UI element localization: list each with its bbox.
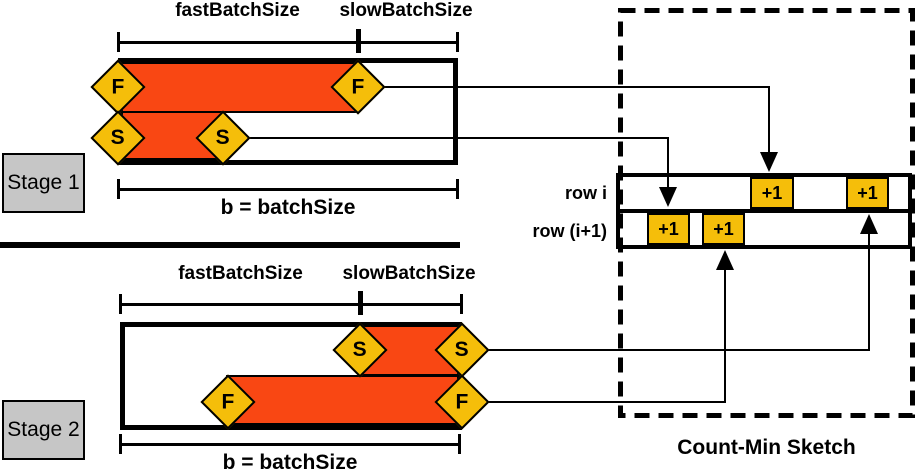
stage1-slowbatchsize-label: slowBatchSize [339,0,473,21]
stage1-batchsize-label: b = batchSize [220,196,356,219]
stage2-fast-marker-right-label: F [455,390,469,414]
sketch-row-i-cell-1: +1 [750,177,794,209]
sketch-row-i1-cell-1-value: +1 [658,218,679,239]
stage1-fast-marker-left-label: F [111,75,125,99]
stage2-fast-arrowhead-up-icon [716,250,734,270]
stage1-slow-marker-right-label: S [215,126,231,150]
sketch-row-i1-cell-2: +1 [702,213,745,245]
stage1-bottom-bracket-tick-left [117,179,120,199]
stage2-box-label: Stage 2 [7,418,80,441]
count-min-sketch-title: Count-Min Sketch [677,436,856,459]
stage2-bottom-bracket-line [120,443,460,446]
stage2-batchsize-label: b = batchSize [222,451,358,474]
stage1-fast-bar [121,62,358,113]
sketch-row-i-cell-1-value: +1 [761,182,783,203]
stage2-top-bracket-tick-left [119,294,122,314]
stage1-top-bracket-line [118,41,458,44]
stage2-slow-marker-right-label: S [454,338,470,362]
stage2-fast-marker-left-label: F [221,390,235,414]
stage1-box: Stage 1 [2,153,85,213]
stage1-box-label: Stage 1 [7,171,80,194]
sketch-row-i1-label: row (i+1) [532,221,607,241]
stage1-bottom-bracket-line [118,188,458,191]
stage-divider-line [0,242,460,248]
stage2-slowbatchsize-label: slowBatchSize [342,263,476,284]
stage2-top-bracket-line [120,303,462,306]
stage1-top-bracket-tick-right [456,32,459,52]
stage2-bottom-bracket-tick-right [458,434,461,454]
stage1-fast-arrowhead-down-icon [760,152,778,172]
sketch-row-i1-cell-1: +1 [647,213,690,245]
stage1-top-bracket-tick-middle [356,29,361,53]
stage2-top-bracket-tick-middle [358,291,363,315]
sketch-row-i-label: row i [564,183,607,203]
sketch-row-i-cell-2-value: +1 [857,182,878,203]
stage2-box: Stage 2 [2,400,85,460]
stage1-fast-marker-right-label: F [351,75,365,99]
stage1-fastbatchsize-label: fastBatchSize [175,0,300,21]
stage2-slow-marker-left-label: S [352,338,368,362]
stage2-bottom-bracket-tick-left [119,434,122,454]
stage1-bottom-bracket-tick-right [456,179,459,199]
sketch-row-i-cell-2: +1 [846,177,889,209]
stage2-top-bracket-tick-right [460,294,463,314]
stage2-slow-connector-line [488,233,870,351]
stage2-fast-bar [226,375,459,425]
stage1-slow-marker-left-label: S [110,126,126,150]
stage2-fast-connector-line [488,268,726,403]
sketch-row-i1-cell-2-value: +1 [713,218,734,239]
stage2-fastbatchsize-label: fastBatchSize [178,263,303,284]
stage1-top-bracket-tick-left [117,32,120,52]
